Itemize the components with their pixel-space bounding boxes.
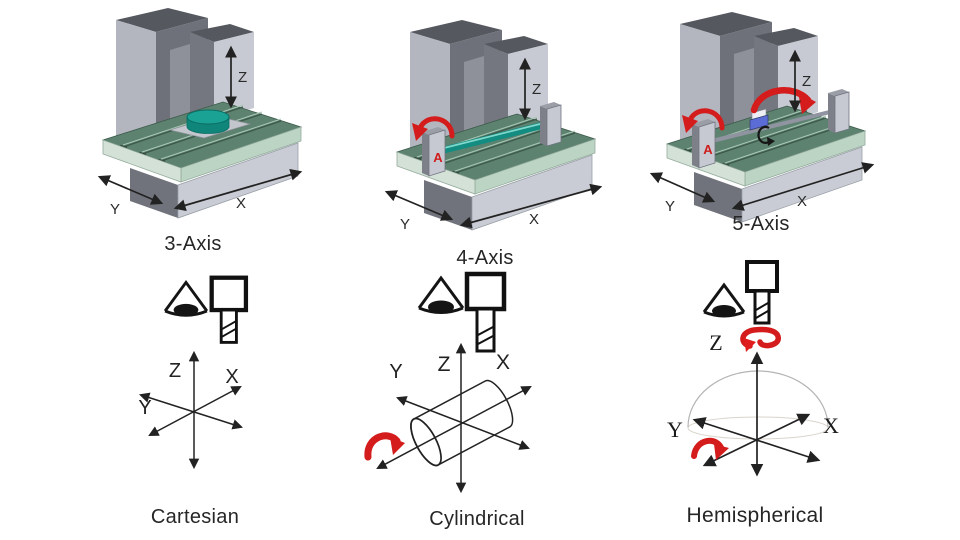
- tool-icon: [464, 271, 507, 353]
- cartesian-view-icon: [163, 275, 249, 344]
- a-rotation-arrow: A: [682, 108, 725, 157]
- y-axis-label: Y: [389, 361, 402, 383]
- cylindrical-view-icon: [417, 271, 507, 353]
- y-axis-arrow: Y: [384, 190, 454, 233]
- rotation-arrow: [364, 432, 405, 461]
- x-axis-arrow: [148, 386, 242, 436]
- system-title-cartesian: Cartesian: [150, 506, 240, 528]
- cartesian-axes-diagram: Z X Y: [138, 350, 244, 470]
- hemisphere-shape: [687, 370, 829, 440]
- eye-icon: [702, 282, 746, 318]
- z-axis-arrow: Z: [789, 49, 811, 113]
- hemispherical-axes-diagram: Z X Y: [667, 326, 839, 477]
- x-axis-label: X: [823, 413, 839, 438]
- support-block-left: [422, 127, 446, 177]
- y-axis-label: Y: [665, 198, 675, 215]
- z-axis-label: Z: [169, 360, 181, 382]
- support-block-right: [540, 102, 562, 147]
- cylindrical-axes-diagram: Z X Y: [364, 342, 532, 494]
- z-axis-label: Z: [438, 353, 451, 376]
- trunnion-bar: [711, 108, 839, 143]
- x-axis-label: X: [529, 211, 539, 228]
- x-axis-arrow: X: [459, 183, 603, 229]
- a-axis-label: A: [703, 142, 713, 157]
- x-axis-label: X: [225, 366, 238, 388]
- z-axis-label: Z: [802, 73, 811, 90]
- machine-title-3axis: 3-Axis: [164, 233, 222, 255]
- y-axis-label: Y: [667, 417, 683, 442]
- machine-title-4axis: 4-Axis: [456, 247, 514, 269]
- eye-icon: [163, 280, 209, 317]
- tool-icon: [745, 260, 779, 325]
- workpiece: [168, 109, 252, 139]
- z-rotation-arrow: [740, 326, 781, 352]
- rotary-rod: [440, 120, 552, 154]
- c-rotation-arrow: [750, 87, 816, 146]
- support-block-right: [828, 89, 850, 134]
- x-axis-arrow: X: [173, 168, 303, 212]
- z-axis-label: Z: [709, 330, 722, 355]
- x-axis-label: X: [236, 195, 246, 212]
- z-axis-label: Z: [238, 69, 247, 86]
- eye-icon: [417, 275, 465, 314]
- x-axis-label: X: [797, 193, 807, 210]
- rotary-rod-highlight: [443, 121, 549, 149]
- y-axis-label: Y: [400, 216, 410, 233]
- machine-5axis-illustration: A Z Y X: [649, 12, 875, 223]
- system-title-cylindrical: Cylindrical: [429, 508, 525, 530]
- x-axis-arrow: X: [731, 162, 875, 211]
- machine-4axis-illustration: A Z Y X: [384, 20, 603, 233]
- c-rotation-icon: [757, 125, 771, 144]
- y-axis-arrow: [692, 417, 821, 463]
- x-axis-label: X: [496, 351, 510, 374]
- z-axis-arrow: Z: [519, 57, 541, 121]
- support-block-left: [692, 119, 716, 169]
- z-axis-label: Z: [532, 81, 541, 98]
- system-title-hemispherical: Hemispherical: [686, 504, 824, 527]
- y-axis-arrow: Y: [97, 175, 164, 218]
- y-axis-arrow: [138, 392, 244, 430]
- y-axis-arrow: [396, 396, 530, 450]
- y-axis-arrow: Y: [649, 172, 716, 215]
- hemispherical-view-icon: [702, 260, 779, 325]
- machine-3axis-illustration: Z Y X: [97, 8, 303, 219]
- y-axis-label: Y: [138, 397, 151, 419]
- a-axis-label: A: [433, 150, 443, 165]
- a-rotation-arrow: A: [412, 116, 455, 165]
- rotation-arrow: [691, 438, 729, 460]
- y-axis-label: Y: [110, 201, 120, 218]
- tool-icon: [209, 275, 249, 344]
- z-axis-arrow: Z: [225, 45, 247, 109]
- machine-title-5axis: 5-Axis: [732, 213, 790, 235]
